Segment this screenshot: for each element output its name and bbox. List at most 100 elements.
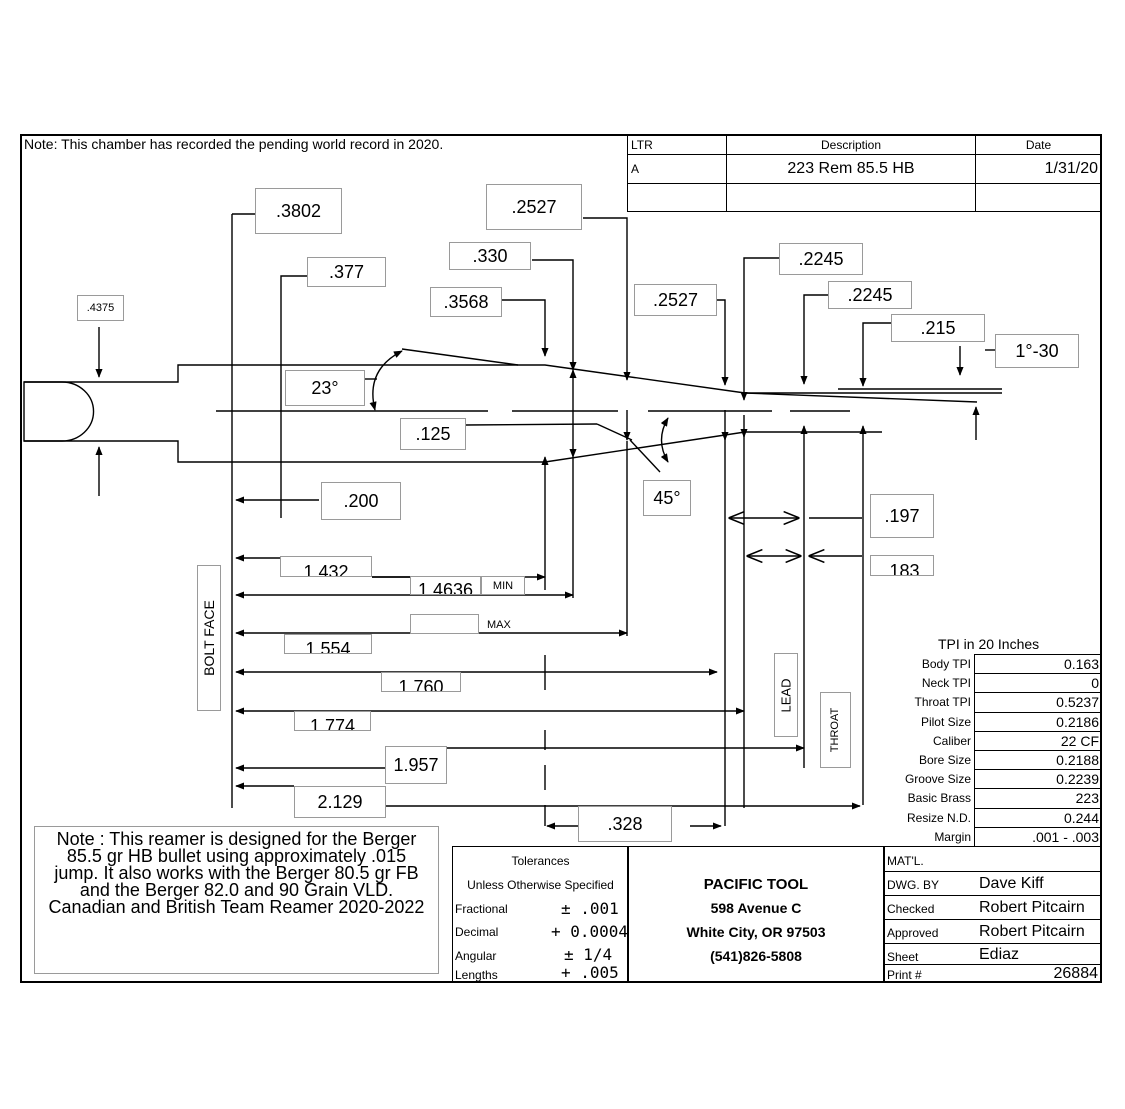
tolerance-label: Angular [455,949,497,963]
rev-header-description: Description [726,134,976,155]
note-line: Note : This reamer is designed for the B… [56,829,417,849]
tpi-label: Basic Brass [907,791,971,806]
tpi-value: 0.163 [974,653,1102,675]
tolerance-label: Lengths [455,968,498,982]
tpi-value: 0.2188 [974,749,1102,771]
dim-1760: 1.760 [381,672,461,692]
tpi-value: .001 - .003 [974,826,1102,847]
rev-header-date: Date [975,134,1102,155]
print-label: Print # [887,968,922,982]
note-line: and the Berger 82.0 and 90 Grain VLD. [79,880,394,900]
matl-label: MAT'L. [887,854,924,868]
reamer-note: Note : This reamer is designed for the B… [34,826,439,974]
tpi-row: Resize N.D.0.244 [880,807,1102,828]
tpi-value: 0.244 [974,807,1102,828]
tpi-label: Body TPI [921,657,971,672]
tpi-title: TPI in 20 Inches [938,636,1040,652]
tpi-label: Bore Size [918,753,971,768]
tpi-label: Resize N.D. [906,810,971,825]
rev-row-empty-date [975,183,1102,212]
tolerance-label: Decimal [455,925,499,939]
revision-table: LTR Description Date A 223 Rem 85.5 HB 1… [627,134,1102,212]
tolerance-value: ± 1/4 [564,945,613,964]
throat-label: THROAT [820,692,851,768]
signoff-value: Robert Pitcairn [979,923,1085,940]
tolerances-title: Tolerances [511,854,570,868]
rev-row-empty-ltr [627,183,727,212]
signoff-divider [884,871,1101,872]
rev-header-ltr: LTR [627,134,727,155]
dim-330: .330 [449,242,531,270]
rev-row-description: 223 Rem 85.5 HB [726,154,976,184]
tpi-label: Caliber [932,733,971,748]
header-note: Note: This chamber has recorded the pend… [24,136,444,152]
max-label: MAX [487,619,511,631]
signoff-label: Approved [887,926,939,940]
tpi-label: Pilot Size [920,714,971,729]
signoff-value: Robert Pitcairn [979,899,1085,916]
signoff-divider [884,943,1101,944]
dim-377: .377 [307,257,386,287]
dim-4375: .4375 [77,295,124,321]
min-label: MIN [481,576,525,595]
company-block: PACIFIC TOOL 598 Avenue C White City, OR… [627,846,885,983]
company-street: 598 Avenue C [710,900,802,916]
dim-183: .183 [870,555,934,576]
max-blank-box [410,614,479,634]
tolerance-value: ± .001 [561,899,619,918]
dim-1554: 1.554 [284,634,372,654]
tpi-value: 0.2239 [974,769,1102,790]
signoff-divider [884,964,1101,965]
tolerance-value: + 0.0004 [551,922,629,941]
signoff-value: Dave Kiff [979,875,1044,892]
signoff-divider [884,895,1101,896]
tolerance-label: Fractional [455,902,508,916]
tpi-label: Neck TPI [921,676,971,691]
tpi-value: 22 CF [974,730,1102,751]
dim-14636: 1.4636 [410,576,481,595]
print-number: 26884 [1053,965,1099,982]
note-line: 85.5 gr HB bullet using approximately .0… [66,846,407,866]
signoff-label: DWG. BY [887,878,940,892]
dim-125: .125 [400,418,466,450]
dim-200: .200 [321,482,401,520]
dim-2245-a: .2245 [779,243,863,275]
dim-1957: 1.957 [385,746,447,784]
company-name: PACIFIC TOOL [703,876,809,893]
note-line: jump. It also works with the Berger 80.5… [54,863,419,883]
tpi-value: 223 [974,788,1102,809]
tpi-label: Margin [934,829,971,844]
bolt-face-label: BOLT FACE [197,565,221,711]
tpi-value: 0 [974,673,1102,694]
dim-2245-b: .2245 [828,281,912,309]
tolerance-value: + .005 [561,963,619,982]
signoff-divider [884,919,1101,920]
tpi-label: Groove Size [904,772,971,787]
note-line: Canadian and British Team Reamer 2020-20… [48,897,425,917]
dim-2527-top: .2527 [486,184,582,230]
dim-3568: .3568 [430,287,502,317]
dim-1774: 1.774 [294,711,371,731]
dim-2527-mid: .2527 [634,284,717,316]
company-city: White City, OR 97503 [686,924,826,940]
dim-215: .215 [891,314,985,342]
rev-row-empty-description [726,183,976,212]
tpi-value: 0.5237 [974,692,1102,713]
tpi-row: Margin.001 - .003 [880,826,1102,847]
rev-row-ltr: A [627,154,727,184]
dim-23-degrees: 23° [285,370,365,406]
tpi-label: Throat TPI [914,695,971,710]
signoff-value: Ediaz [979,946,1020,963]
signoff-block: MAT'L. DWG. BY Dave Kiff Checked Robert … [883,846,1102,983]
tpi-value: 0.2186 [974,711,1102,732]
company-phone: (541)826-5808 [710,948,802,964]
